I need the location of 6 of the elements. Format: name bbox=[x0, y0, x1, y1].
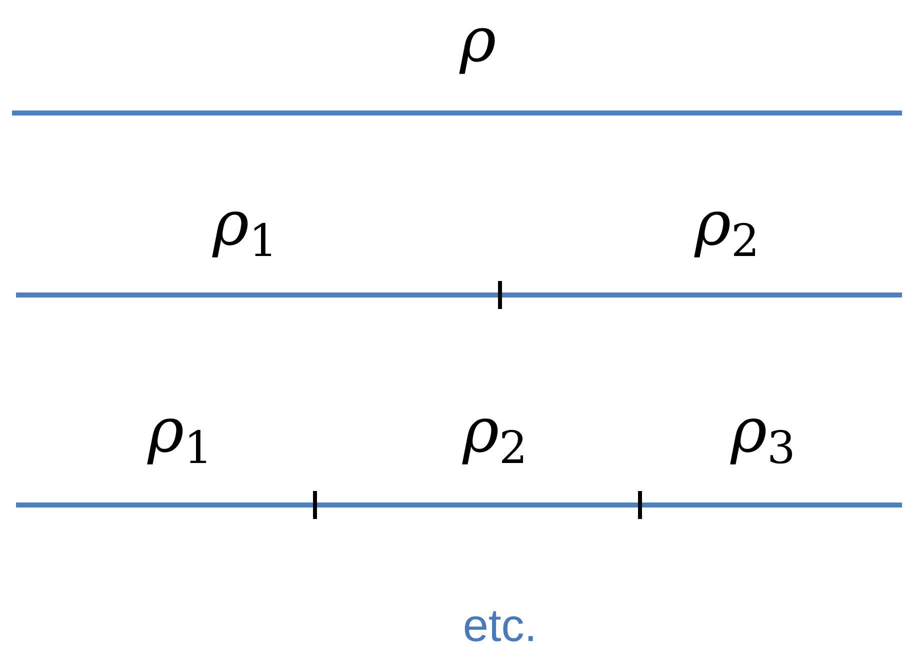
note-text: etc. bbox=[462, 602, 538, 648]
math-symbol: ρ$_{3}$ bbox=[730, 400, 796, 470]
math-symbol: ρ$_{2}$ bbox=[694, 192, 760, 264]
math-symbol: ρ$_{1}$ bbox=[148, 400, 212, 470]
math-symbol: ρ$_{1}$ bbox=[212, 192, 278, 264]
math-symbol: ρ$_{2}$ bbox=[462, 400, 528, 470]
